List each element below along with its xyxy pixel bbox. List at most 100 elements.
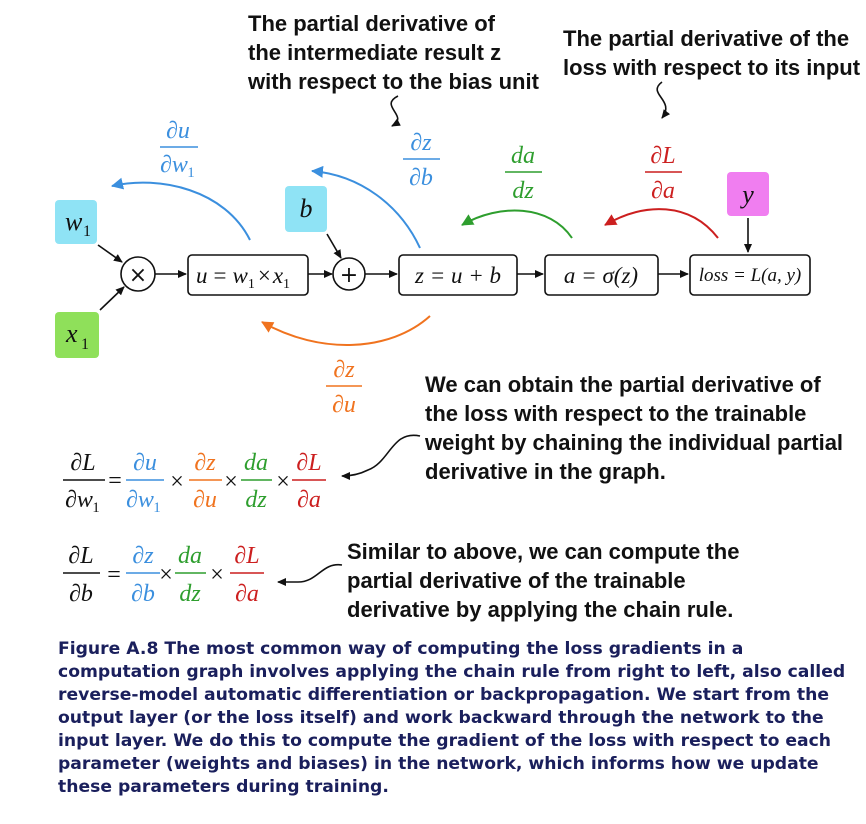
eq1-term3-denominator: dz xyxy=(245,487,267,513)
node-loss-label: loss = L(a, y) xyxy=(699,265,802,286)
node-z-label: z = u + b xyxy=(414,263,501,288)
eq2-term1-numerator: ∂z xyxy=(132,543,154,569)
eq1-equals: = xyxy=(108,468,122,494)
fraction-denominator: dz xyxy=(512,178,534,204)
fraction-numerator: ∂L xyxy=(650,143,675,169)
eq2-term1-denominator: ∂b xyxy=(131,581,155,607)
node-u-eq: = xyxy=(214,263,227,288)
squiggle-pointer-bias-eq xyxy=(277,564,343,586)
eq1-term1-numerator: ∂u xyxy=(133,450,157,476)
squiggle-pointer-weight xyxy=(341,434,421,480)
node-u-xsub: 1 xyxy=(283,277,290,292)
backprop-arrow-a-to-z xyxy=(461,209,573,239)
eq1-term4-numerator: ∂L xyxy=(296,450,321,476)
equation-dL-db: ∂L ∂b = ∂z ∂b × da dz × ∂L ∂a xyxy=(63,543,264,607)
annotation-loss-partial: The partial derivative of the loss with … xyxy=(563,26,861,80)
arrow-w1-to-multiply xyxy=(97,244,123,263)
backprop-arrow-loss-to-a xyxy=(604,208,719,239)
add-operator: + xyxy=(332,257,366,291)
node-u-times: × xyxy=(258,263,271,288)
node-u-x: x xyxy=(272,263,284,288)
node-loss: loss = L(a, y) xyxy=(689,254,811,296)
node-a-label: a = σ(z) xyxy=(564,263,638,288)
input-x1-label: x xyxy=(65,319,78,348)
annotation-line: We can obtain the partial derivative of xyxy=(425,372,821,397)
arrow-x1-to-multiply xyxy=(99,286,125,311)
input-w1-subscript: 1 xyxy=(83,223,91,240)
fraction-denominator: ∂b xyxy=(409,165,433,191)
add-symbol: + xyxy=(340,263,358,288)
backprop-arrow-u-to-w1 xyxy=(111,177,251,241)
eq1-term1-denominator: ∂w xyxy=(126,487,154,513)
gradient-da-dz: da dz xyxy=(505,143,542,204)
annotation-line: with respect to the bias unit xyxy=(247,69,540,94)
eq2-equals: = xyxy=(107,562,121,588)
multiply-symbol: × xyxy=(129,263,147,288)
input-x1-subscript: 1 xyxy=(81,336,89,353)
figure-caption: Figure A.8 The most common way of comput… xyxy=(58,638,858,799)
fraction-denominator: ∂a xyxy=(651,178,675,204)
fraction-subscript: 1 xyxy=(187,165,195,181)
backprop-arrow-z-to-b xyxy=(311,165,421,249)
annotation-line: Similar to above, we can compute the xyxy=(347,539,739,564)
input-w1-label: w xyxy=(65,207,83,236)
squiggle-pointer-bias xyxy=(390,95,401,127)
eq1-lhs-denominator: ∂w xyxy=(65,487,93,513)
input-y: y xyxy=(727,172,769,216)
annotation-line: loss with respect to its input xyxy=(563,55,861,80)
input-b: b xyxy=(285,186,327,232)
eq2-lhs-numerator: ∂L xyxy=(68,543,93,569)
gradient-dz-db: ∂z ∂b xyxy=(403,130,440,191)
eq2-times: × xyxy=(210,562,224,588)
backprop-arrow-z-to-u xyxy=(261,315,431,346)
eq2-lhs-denominator: ∂b xyxy=(69,581,93,607)
fraction-denominator: ∂w xyxy=(160,152,188,178)
eq1-term1-subscript: 1 xyxy=(153,500,161,516)
squiggle-pointer-loss xyxy=(656,81,671,119)
eq2-term2-denominator: dz xyxy=(179,581,201,607)
eq2-term2-numerator: da xyxy=(178,543,202,569)
eq1-times: × xyxy=(276,469,290,495)
input-b-label: b xyxy=(300,194,313,223)
equation-dL-dw1: ∂L ∂w 1 = ∂u ∂w 1 × ∂z ∂u × da dz × ∂L ∂… xyxy=(63,450,326,516)
annotation-line: partial derivative of the trainable xyxy=(347,568,686,593)
gradient-dL-da: ∂L ∂a xyxy=(645,143,682,204)
gradient-du-dw1: ∂u ∂w 1 xyxy=(160,118,198,181)
arrow-b-to-add xyxy=(326,233,342,259)
eq1-term2-numerator: ∂z xyxy=(194,450,216,476)
node-u-w: w xyxy=(232,263,248,288)
node-u-lhs: u xyxy=(196,263,208,288)
eq1-times: × xyxy=(224,469,238,495)
annotation-line: the loss with respect to the trainable xyxy=(425,401,806,426)
eq1-lhs-numerator: ∂L xyxy=(70,450,95,476)
eq2-term3-denominator: ∂a xyxy=(235,581,259,607)
svg-text:u=w1×x1: u=w1×x1 xyxy=(196,263,290,292)
node-u-wsub: 1 xyxy=(248,277,255,292)
eq1-term4-denominator: ∂a xyxy=(297,487,321,513)
input-y-label: y xyxy=(739,180,754,209)
annotation-bias-partial: The partial derivative of the intermedia… xyxy=(247,11,540,94)
annotation-line: derivative in the graph. xyxy=(425,459,666,484)
node-z: z = u + b xyxy=(398,254,518,296)
annotation-line: derivative by applying the chain rule. xyxy=(347,597,733,622)
figure-caption-text: The most common way of computing the los… xyxy=(58,639,846,797)
eq1-times: × xyxy=(170,469,184,495)
fraction-numerator: ∂z xyxy=(410,130,432,156)
annotation-line: weight by chaining the individual partia… xyxy=(424,430,843,455)
annotation-chain-weight: We can obtain the partial derivative of … xyxy=(424,372,843,484)
eq1-lhs-subscript: 1 xyxy=(92,500,100,516)
multiply-operator: × xyxy=(120,256,156,292)
eq1-term3-numerator: da xyxy=(244,450,268,476)
input-w1: w 1 xyxy=(55,200,97,244)
annotation-chain-bias: Similar to above, we can compute the par… xyxy=(347,539,739,622)
annotation-line: the intermediate result z xyxy=(248,40,501,65)
fraction-numerator: da xyxy=(511,143,535,169)
eq2-times: × xyxy=(159,562,173,588)
gradient-dz-du: ∂z ∂u xyxy=(326,357,362,418)
node-u: u=w1×x1 xyxy=(187,254,309,296)
annotation-line: The partial derivative of xyxy=(248,11,496,36)
eq1-term2-denominator: ∂u xyxy=(193,487,217,513)
node-a: a = σ(z) xyxy=(544,254,659,296)
input-x1: x 1 xyxy=(55,312,99,358)
